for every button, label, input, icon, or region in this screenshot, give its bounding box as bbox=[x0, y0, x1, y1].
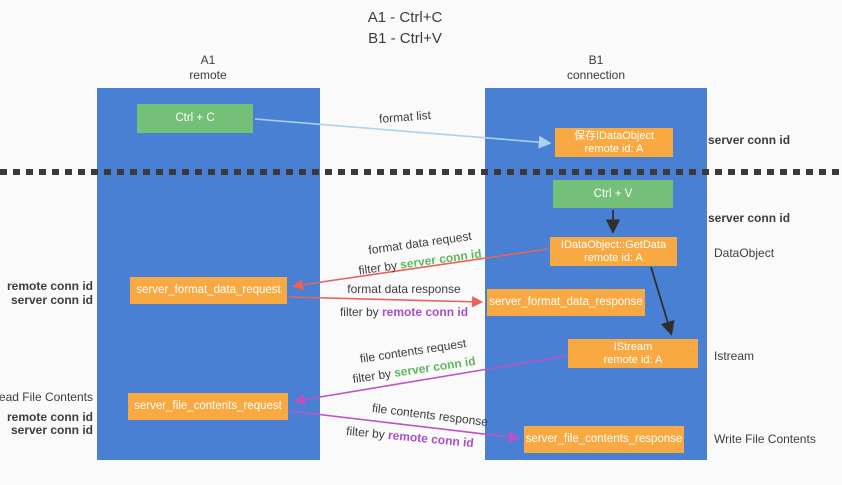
filter-by-text: filter by bbox=[339, 305, 379, 319]
label-format-list: format list bbox=[378, 107, 432, 127]
lane-header-b1: B1 connection bbox=[536, 53, 656, 83]
filter-by-text: filter by bbox=[345, 423, 386, 442]
lane-b1-name: B1 bbox=[588, 53, 604, 67]
node-format-request-label: server_format_data_request bbox=[136, 284, 281, 296]
node-save-idataobject: 保存IDataObject remote id: A bbox=[555, 128, 673, 157]
node-istream: IStream remote id: A bbox=[568, 339, 698, 368]
label-server-conn-id-left-2: server conn id bbox=[10, 423, 93, 437]
node-format-response-label: server_format_data_response bbox=[489, 296, 643, 308]
label-filter-by-remote-conn-id-1: filter by remote conn id bbox=[340, 305, 468, 319]
lane-a1-subtitle: remote bbox=[189, 68, 227, 82]
node-server-file-contents-request: server_file_contents_request bbox=[128, 393, 288, 420]
node-file-request-label: server_file_contents_request bbox=[134, 400, 282, 412]
label-filter-by-remote-conn-id-2: filter by remote conn id bbox=[346, 424, 475, 450]
node-getdata-line2: remote id: A bbox=[584, 251, 643, 264]
node-istream-line1: IStream bbox=[613, 340, 653, 353]
lane-a1-name: A1 bbox=[200, 53, 216, 67]
diagram-title: A1 - Ctrl+C B1 - Ctrl+V bbox=[305, 7, 505, 49]
node-server-file-contents-response: server_file_contents_response bbox=[524, 426, 684, 453]
remote-conn-id-text: remote conn id bbox=[387, 427, 475, 451]
node-save-idataobject-line2: remote id: A bbox=[584, 142, 644, 155]
node-server-format-data-request: server_format_data_request bbox=[130, 277, 287, 304]
title-line-b1: B1 - Ctrl+V bbox=[368, 30, 442, 47]
label-server-conn-id-right-2: server conn id bbox=[708, 211, 791, 225]
label-remote-conn-id-left-2: remote conn id bbox=[6, 410, 93, 424]
label-write-file-contents: Write File Contents bbox=[714, 432, 816, 446]
node-server-format-data-response: server_format_data_response bbox=[487, 289, 645, 316]
remote-conn-id-text: remote conn id bbox=[382, 305, 469, 319]
node-save-idataobject-line1: 保存IDataObject bbox=[573, 129, 655, 142]
node-file-response-label: server_file_contents_response bbox=[525, 433, 683, 445]
lane-b1-subtitle: connection bbox=[566, 68, 626, 82]
label-format-data-response: format data response bbox=[347, 282, 461, 296]
filter-by-text: filter by bbox=[351, 366, 392, 387]
node-ctrl-v: Ctrl + V bbox=[553, 180, 673, 208]
label-remote-conn-id-left-1: remote conn id bbox=[6, 279, 93, 293]
node-istream-line2: remote id: A bbox=[603, 353, 663, 366]
label-read-file-contents: Read File Contents bbox=[0, 390, 93, 404]
title-line-a1: A1 - Ctrl+C bbox=[367, 9, 443, 26]
filter-by-text: filter by bbox=[357, 258, 398, 278]
dotted-separator-line bbox=[0, 169, 842, 175]
label-file-contents-response: file contents response bbox=[371, 400, 489, 430]
label-istream: Istream bbox=[714, 349, 755, 363]
node-idataobject-getdata: IDataObject::GetData remote id: A bbox=[550, 237, 677, 266]
node-ctrl-v-label: Ctrl + V bbox=[593, 187, 633, 200]
node-ctrl-c: Ctrl + C bbox=[137, 104, 253, 133]
label-dataobject: DataObject bbox=[714, 246, 775, 260]
lane-header-a1: A1 remote bbox=[148, 53, 268, 83]
label-server-conn-id-right-1: server conn id bbox=[708, 133, 791, 147]
label-server-conn-id-left-1: server conn id bbox=[10, 293, 93, 307]
node-getdata-line1: IDataObject::GetData bbox=[560, 238, 667, 251]
node-ctrl-c-label: Ctrl + C bbox=[175, 112, 215, 124]
